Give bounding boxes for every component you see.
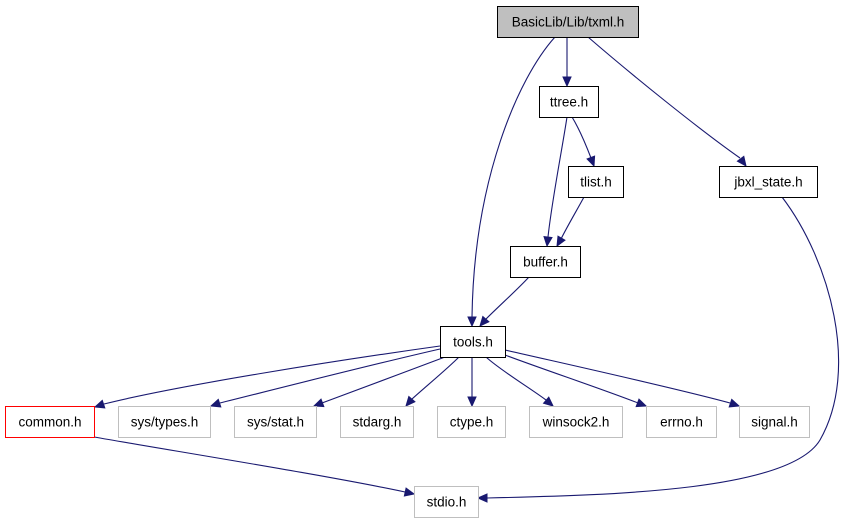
edge-tools-to-ctype	[467, 357, 477, 408]
node-box	[529, 406, 623, 438]
nodes-layer: BasicLib/Lib/txml.h ttree.h jbxl_state.h tl…	[5, 6, 818, 518]
edge-line	[547, 116, 568, 238]
edge-line	[504, 354, 639, 404]
edge-line	[321, 356, 446, 404]
arrowhead-icon	[543, 236, 553, 248]
node-txml[interactable]: BasicLib/Lib/txml.h	[497, 6, 639, 38]
node-label: buffer.h	[523, 255, 568, 270]
edge-line	[93, 436, 406, 493]
arrowhead-icon	[586, 155, 596, 168]
edge-tools-to-winsock2	[485, 356, 554, 407]
edge-common-to-stdio	[93, 436, 416, 497]
arrowhead-icon	[635, 398, 648, 408]
arrowhead-icon	[467, 316, 477, 328]
arrowhead-icon	[476, 493, 488, 503]
node-label: sys/stat.h	[247, 415, 304, 430]
edge-txml-to-ttree	[562, 37, 572, 88]
node-label: ttree.h	[550, 95, 588, 110]
edge-txml-to-tools	[467, 36, 556, 328]
arrowhead-icon	[93, 399, 106, 409]
node-common[interactable]: common.h	[5, 406, 95, 438]
edge-line	[560, 196, 585, 240]
node-stdarg: stdarg.h	[340, 406, 414, 438]
node-box	[510, 246, 581, 278]
edge-line	[485, 356, 547, 401]
node-label: BasicLib/Lib/txml.h	[512, 15, 625, 30]
edges-layer	[93, 36, 840, 503]
arrowhead-icon	[562, 76, 572, 88]
node-box	[414, 486, 479, 518]
node-box	[5, 406, 95, 438]
edge-tools-to-errno	[504, 354, 648, 408]
edge-tools-to-stdarg	[405, 356, 460, 407]
edge-line	[103, 345, 441, 405]
edge-tools-to-common	[93, 345, 441, 409]
edge-buffer-to-tools	[479, 276, 530, 327]
node-buffer[interactable]: buffer.h	[510, 246, 581, 278]
arrowhead-icon	[403, 487, 416, 497]
node-label: tlist.h	[580, 175, 612, 190]
node-box	[440, 326, 506, 358]
node-box	[739, 406, 810, 438]
arrowhead-icon	[542, 396, 554, 407]
edge-line	[571, 116, 592, 159]
edge-line	[471, 36, 556, 318]
node-label: stdarg.h	[353, 415, 402, 430]
edge-line	[219, 348, 441, 404]
node-tools[interactable]: tools.h	[440, 326, 506, 358]
node-winsock2: winsock2.h	[529, 406, 623, 438]
arrowhead-icon	[312, 398, 325, 408]
edge-ttree-to-buffer	[543, 116, 568, 248]
edge-tools-to-sys_types	[209, 348, 441, 408]
arrowhead-icon	[736, 155, 747, 167]
node-box	[497, 6, 639, 38]
node-label: stdio.h	[427, 495, 467, 510]
node-label: tools.h	[453, 335, 493, 350]
node-tlist[interactable]: tlist.h	[568, 166, 624, 198]
node-box	[719, 166, 818, 198]
node-signal: signal.h	[739, 406, 810, 438]
arrowhead-icon	[479, 315, 490, 327]
edge-ttree-to-tlist	[571, 116, 596, 168]
node-label: ctype.h	[450, 415, 494, 430]
node-box	[437, 406, 506, 438]
node-box	[340, 406, 414, 438]
node-errno: errno.h	[646, 406, 717, 438]
arrowhead-icon	[728, 398, 741, 408]
node-box	[568, 166, 624, 198]
arrowhead-icon	[405, 395, 416, 407]
node-stdio: stdio.h	[414, 486, 479, 518]
node-sys-stat: sys/stat.h	[234, 406, 317, 438]
node-label: winsock2.h	[542, 415, 610, 430]
node-box	[118, 406, 211, 438]
node-label: errno.h	[660, 415, 703, 430]
edge-line	[411, 356, 460, 400]
arrowhead-icon	[209, 398, 222, 408]
node-label: sys/types.h	[131, 415, 199, 430]
arrowhead-icon	[467, 396, 477, 408]
node-ttree[interactable]: ttree.h	[539, 86, 599, 118]
node-label: signal.h	[751, 415, 798, 430]
edge-tools-to-signal	[504, 349, 741, 408]
edge-tools-to-sys_stat	[312, 356, 446, 408]
node-box	[234, 406, 317, 438]
edge-line	[587, 36, 741, 159]
edge-txml-to-jbxl_state	[587, 36, 747, 167]
edge-jbxl_state-to-stdio	[476, 196, 840, 503]
node-ctype: ctype.h	[437, 406, 506, 438]
node-sys-types: sys/types.h	[118, 406, 211, 438]
node-label: jbxl_state.h	[733, 175, 802, 190]
edge-line	[485, 276, 530, 320]
arrowhead-icon	[556, 235, 566, 248]
edge-line	[504, 349, 731, 404]
node-jbxl-state[interactable]: jbxl_state.h	[719, 166, 818, 198]
node-label: common.h	[18, 415, 81, 430]
edge-line	[486, 196, 840, 499]
edge-tlist-to-buffer	[556, 196, 585, 248]
node-box	[646, 406, 717, 438]
node-box	[539, 86, 599, 118]
